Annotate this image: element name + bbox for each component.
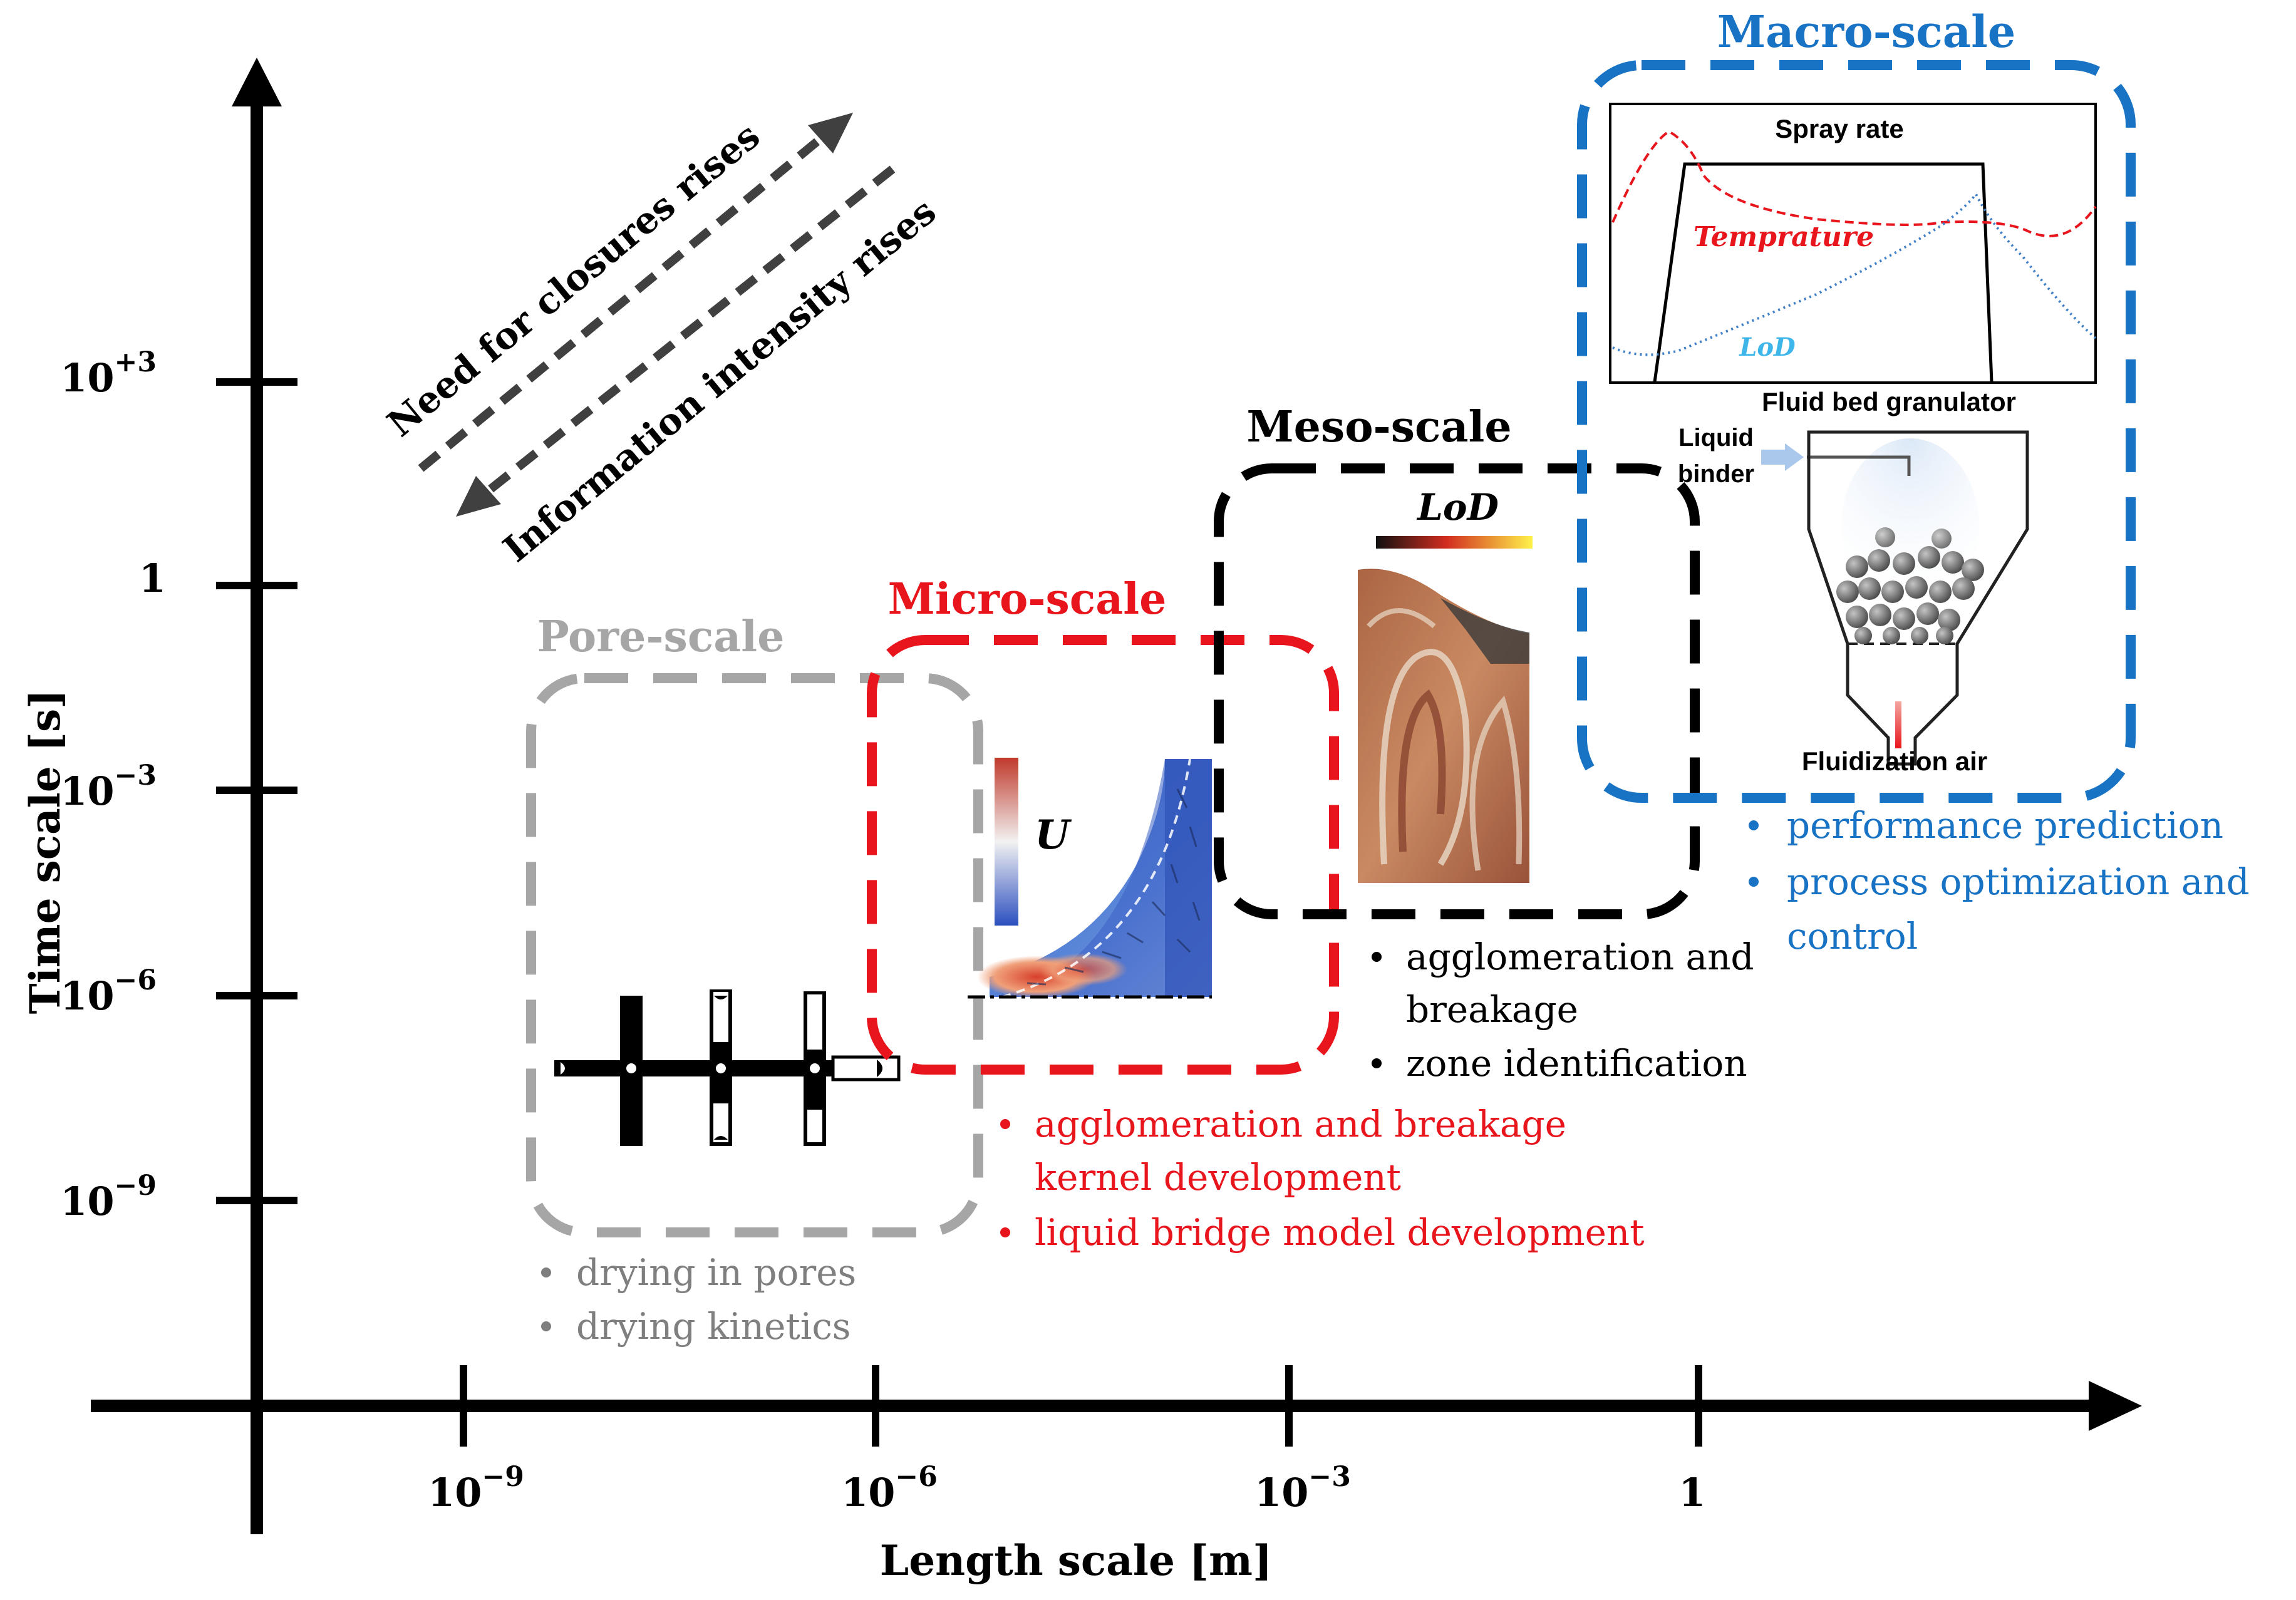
meso-bullet-continuation: breakage	[1406, 988, 1578, 1031]
temperature-label: Temprature	[1694, 221, 1874, 253]
x-tick-labels: 10−9 10−6 10−3 1	[428, 1461, 1705, 1515]
binder-arrow	[1761, 443, 1804, 471]
meso-scale-box	[1214, 463, 1700, 919]
lod-label: LoD	[1739, 333, 1796, 362]
micro-bullet-continuation: kernel development	[1035, 1156, 1401, 1199]
pore-scale-group: Pore-scale drying in pores drying kineti…	[526, 612, 983, 1348]
x-axis	[91, 1381, 2142, 1431]
bullet-dot	[1372, 1058, 1382, 1068]
information-arrow-label: Information intensity rises	[495, 190, 944, 570]
macro-scale-title: Macro-scale	[1717, 6, 2016, 58]
meso-scale-title: Meso-scale	[1246, 402, 1511, 452]
pore-bullet: drying kinetics	[576, 1305, 851, 1348]
macro-scale-bullets: performance prediction process optimizat…	[1749, 804, 2250, 957]
granules	[1836, 527, 1984, 644]
spray-rate-label: Spray rate	[1775, 114, 1903, 143]
x-tick-label: 10−6	[841, 1461, 938, 1515]
bullet-dot	[1000, 1119, 1010, 1129]
lod-colorbar	[1376, 536, 1533, 549]
meso-scale-bullets: agglomeration and breakage zone identifi…	[1372, 936, 1754, 1085]
y-axis-label: Time scale [s]	[21, 689, 70, 1014]
lod-colorbar-label: LoD	[1416, 486, 1499, 529]
y-tick-labels: 10+3 1 10−3 10−6 10−9	[60, 346, 166, 1224]
x-ticks	[460, 1365, 1702, 1447]
bullet-dot	[1000, 1227, 1010, 1237]
spray-rate-curve	[1653, 162, 1993, 383]
macro-bullet: process optimization and	[1787, 860, 2250, 903]
micro-bullet: agglomeration and breakage	[1035, 1103, 1566, 1145]
bullet-dot	[541, 1267, 551, 1277]
trend-arrows: Need for closures rises Information inte…	[380, 113, 944, 570]
y-tick-label: 1	[139, 555, 166, 601]
micro-scale-bullets: agglomeration and breakage kernel develo…	[1000, 1103, 1645, 1254]
meso-scale-group: Meso-scale LoD agglomeration and breakag…	[1214, 402, 1754, 1085]
closures-arrow-head	[808, 113, 853, 153]
micro-bullet: liquid bridge model development	[1035, 1211, 1645, 1254]
temperature-curve	[1611, 130, 2097, 237]
micro-scale-title: Micro-scale	[888, 574, 1167, 624]
information-arrow-head	[456, 476, 501, 517]
y-tick-label: 10−3	[60, 760, 157, 814]
macro-process-plot: Spray rate Temprature LoD	[1609, 103, 2097, 384]
y-axis	[232, 58, 282, 1534]
bullet-dot	[1749, 877, 1759, 887]
binder-nozzle	[1807, 455, 1911, 476]
meso-lod-image: LoD	[1358, 486, 1533, 883]
u-colorbar	[995, 758, 1018, 926]
binder-label: binder	[1678, 460, 1754, 488]
macro-scale-group: Macro-scale Spray rate Temprature LoD Fl…	[1577, 6, 2250, 957]
plot-frame	[1609, 103, 2097, 384]
pore-network-image	[554, 989, 901, 1146]
y-tick-label: 10−6	[60, 964, 157, 1019]
x-tick-label: 10−9	[428, 1461, 524, 1515]
micro-scale-group: U Micro-scale agglomeration and breakage…	[867, 574, 1645, 1254]
granulator-title: Fluid bed granulator	[1762, 387, 2016, 416]
y-tick-label: 10−9	[60, 1170, 157, 1224]
pore-scale-box	[526, 673, 983, 1237]
y-tick-label: 10+3	[60, 346, 157, 401]
macro-bullet-continuation: control	[1787, 915, 1918, 957]
x-tick-label: 10−3	[1254, 1461, 1351, 1515]
bullet-dot	[1749, 820, 1759, 830]
pore-scale-title: Pore-scale	[537, 612, 785, 662]
information-arrow-line	[480, 165, 896, 498]
u-colorbar-label: U	[1035, 812, 1072, 859]
bullet-dot	[1372, 952, 1382, 962]
macro-scale-box	[1577, 60, 2136, 803]
fluid-bed-granulator-image: Fluid bed granulator Liquid binder Fluid…	[1678, 387, 2029, 776]
pore-bullet: drying in pores	[576, 1251, 856, 1294]
meso-bullet: zone identification	[1406, 1042, 1747, 1085]
binder-label: Liquid	[1678, 424, 1754, 452]
air-inlet	[1895, 701, 1901, 748]
micro-flow-image: U	[968, 758, 1212, 999]
x-axis-label: Length scale [m]	[880, 1536, 1272, 1585]
bullet-dot	[541, 1321, 551, 1331]
x-tick-label: 1	[1678, 1470, 1705, 1515]
fluidization-air-label: Fluidization air	[1802, 746, 1987, 776]
y-ticks	[216, 378, 297, 1204]
meso-bullet: agglomeration and	[1406, 936, 1754, 978]
closures-arrow-line	[418, 131, 829, 472]
pore-scale-bullets: drying in pores drying kinetics	[541, 1251, 856, 1348]
micro-scale-box	[867, 635, 1339, 1075]
macro-bullet: performance prediction	[1787, 804, 2223, 847]
